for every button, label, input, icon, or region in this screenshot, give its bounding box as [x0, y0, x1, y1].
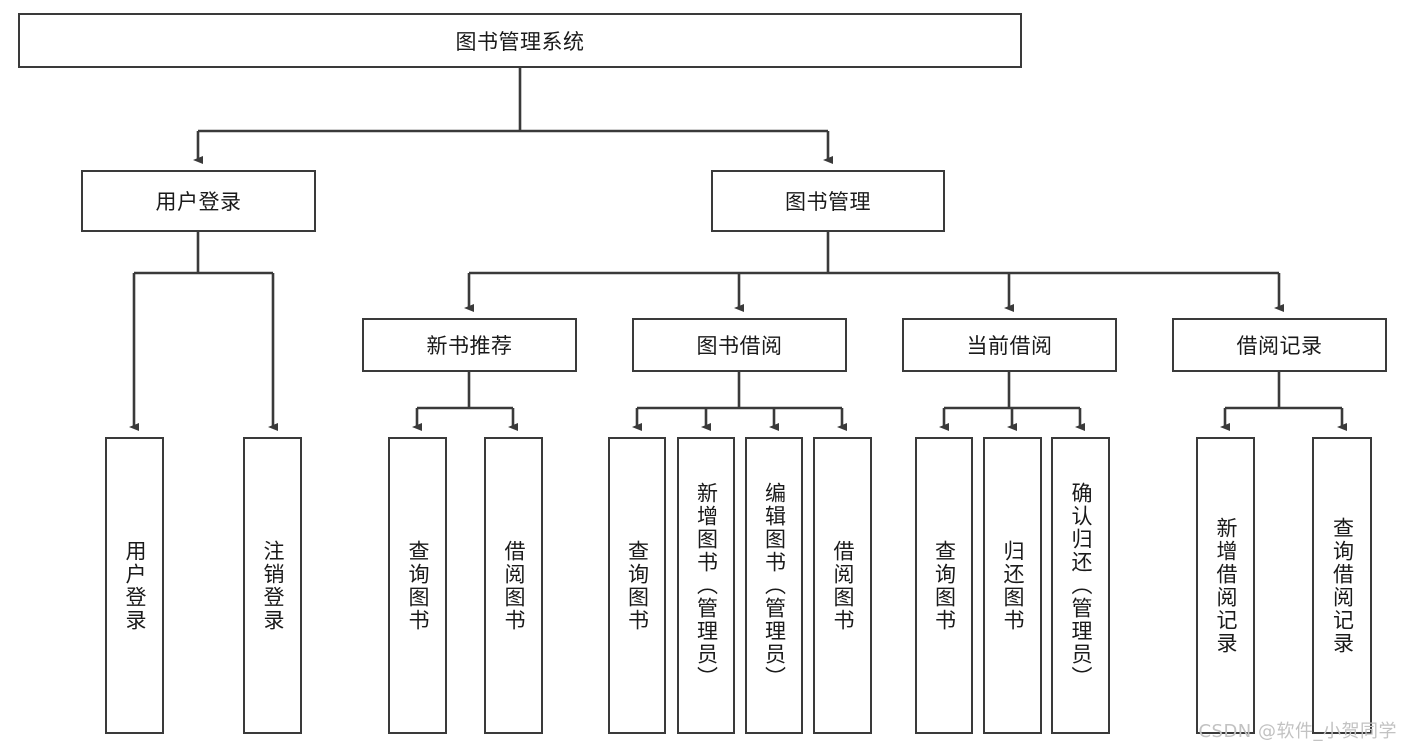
leaf-current-return-book[interactable]: 归还图书: [983, 437, 1042, 734]
node-label: 注销登录: [261, 539, 285, 632]
node-label: 确认归还（管理员）: [1069, 482, 1093, 689]
node-label: 用户登录: [155, 190, 242, 214]
leaf-new-book-query[interactable]: 查询图书: [388, 437, 447, 734]
leaf-borrow-query-book[interactable]: 查询图书: [608, 437, 666, 734]
node-label: 借阅记录: [1236, 334, 1323, 358]
node-label: 查询借阅记录: [1330, 516, 1355, 655]
leaf-records-add-record[interactable]: 新增借阅记录: [1196, 437, 1255, 734]
leaf-borrow-add-book-admin[interactable]: 新增图书（管理员）: [677, 437, 735, 734]
node-label: 新增图书（管理员）: [694, 482, 719, 689]
leaf-borrow-borrow-book[interactable]: 借阅图书: [813, 437, 872, 734]
leaf-current-confirm-return-admin[interactable]: 确认归还（管理员）: [1051, 437, 1110, 734]
node-label: 借阅图书: [502, 539, 526, 632]
node-book-borrow[interactable]: 图书借阅: [632, 318, 847, 372]
leaf-user-login-logout[interactable]: 注销登录: [243, 437, 302, 734]
node-root-system[interactable]: 图书管理系统: [18, 13, 1022, 68]
leaf-user-login-login[interactable]: 用户登录: [105, 437, 164, 734]
node-label: 新增借阅记录: [1214, 516, 1238, 655]
node-new-book-recommend[interactable]: 新书推荐: [362, 318, 577, 372]
node-label: 借阅图书: [831, 539, 855, 632]
node-borrow-records[interactable]: 借阅记录: [1172, 318, 1387, 372]
leaf-records-query-record[interactable]: 查询借阅记录: [1312, 437, 1372, 734]
node-label: 查询图书: [406, 539, 430, 632]
node-book-management[interactable]: 图书管理: [711, 170, 945, 232]
leaf-current-query-book[interactable]: 查询图书: [915, 437, 973, 734]
node-label: 图书管理: [785, 190, 871, 214]
node-label: 查询图书: [932, 539, 957, 632]
node-label: 用户登录: [123, 539, 147, 632]
node-label: 当前借阅: [966, 334, 1053, 358]
leaf-borrow-edit-book-admin[interactable]: 编辑图书（管理员）: [745, 437, 803, 734]
node-label: 图书管理系统: [455, 29, 585, 54]
node-label: 归还图书: [1001, 539, 1025, 632]
node-label: 编辑图书（管理员）: [762, 482, 787, 689]
node-label: 新书推荐: [426, 334, 513, 358]
csdn-watermark: CSDN @软件_小贺同学: [1198, 721, 1397, 742]
leaf-new-book-borrow[interactable]: 借阅图书: [484, 437, 543, 734]
node-label: 图书借阅: [696, 334, 783, 358]
node-user-login[interactable]: 用户登录: [81, 170, 316, 232]
node-label: 查询图书: [625, 539, 650, 632]
node-current-borrow[interactable]: 当前借阅: [902, 318, 1117, 372]
